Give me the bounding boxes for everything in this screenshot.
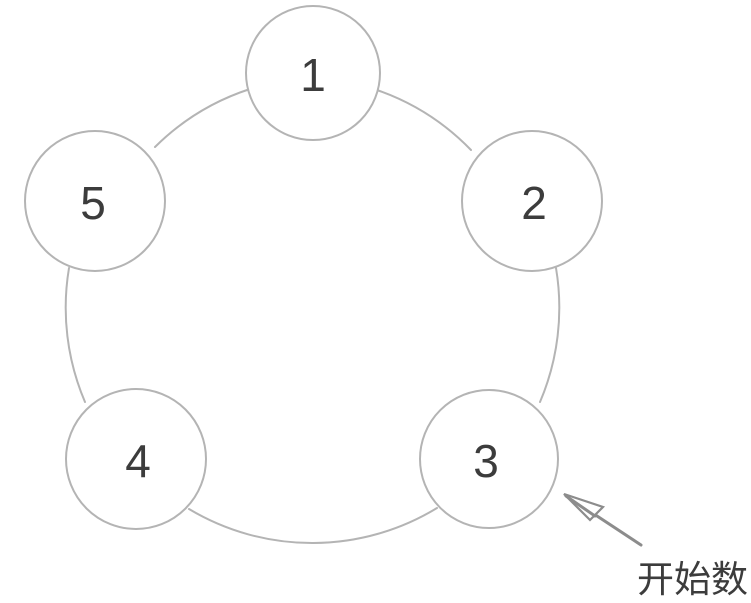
node-group: 1 2 3 4 5 <box>24 5 603 530</box>
link-group <box>64 88 561 544</box>
start-pointer-annotation <box>563 492 643 547</box>
link-5-to-1 <box>154 88 251 148</box>
node-3-circle[interactable] <box>419 389 559 529</box>
link-3-to-4 <box>188 507 438 544</box>
node-3-label: 3 <box>473 435 499 487</box>
link-2-to-3 <box>539 267 561 403</box>
node-2[interactable]: 2 <box>461 130 603 272</box>
node-5[interactable]: 5 <box>24 130 166 272</box>
node-5-circle[interactable] <box>24 130 166 272</box>
pointer-arrowhead-spine <box>564 494 597 518</box>
link-4-to-5 <box>64 267 86 403</box>
link-1-to-2 <box>376 89 472 151</box>
node-5-label: 5 <box>80 177 106 229</box>
node-4[interactable]: 4 <box>65 388 207 530</box>
pointer-shaft <box>592 512 643 547</box>
start-label: 开始数 <box>637 558 748 601</box>
node-3[interactable]: 3 <box>419 389 559 529</box>
node-4-label: 4 <box>125 435 151 487</box>
node-4-circle[interactable] <box>65 388 207 530</box>
node-2-label: 2 <box>521 177 547 229</box>
node-2-circle[interactable] <box>461 130 603 272</box>
node-1[interactable]: 1 <box>245 5 381 141</box>
node-1-circle[interactable] <box>245 5 381 141</box>
node-1-label: 1 <box>300 49 326 101</box>
